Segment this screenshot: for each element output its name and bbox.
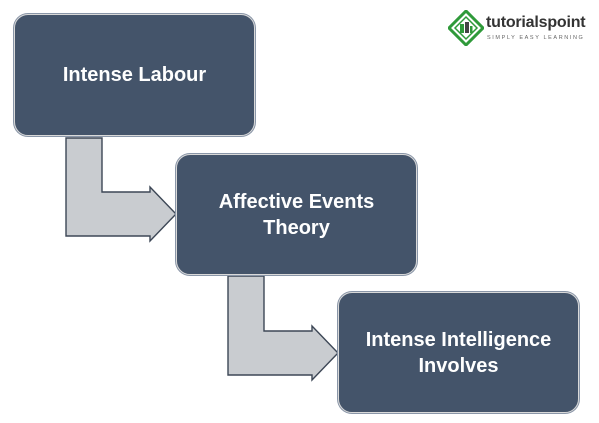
tutorialspoint-logo-icon xyxy=(448,10,484,46)
box-label-line-2: Involves xyxy=(418,354,499,377)
arrow-1-to-2 xyxy=(65,137,177,243)
logo-name: tutorialspoint xyxy=(486,14,586,31)
tutorialspoint-logo: tutorialspoint SIMPLY EASY LEARNING xyxy=(448,8,594,48)
box-intense-intelligence-involves: Intense Intelligence Involves xyxy=(338,292,579,413)
logo-tagline: SIMPLY EASY LEARNING xyxy=(487,35,585,41)
box-intense-labour: Intense Labour xyxy=(14,14,255,136)
box-affective-events-theory: Affective Events Theory xyxy=(176,154,417,275)
box-label-line-1: Affective Events xyxy=(218,190,375,213)
box-label: Intense Labour xyxy=(62,64,207,86)
box-label-line-1: Intense Intelligence xyxy=(365,328,552,351)
arrow-2-to-3 xyxy=(227,275,339,382)
box-label-line-2: Theory xyxy=(263,216,330,239)
